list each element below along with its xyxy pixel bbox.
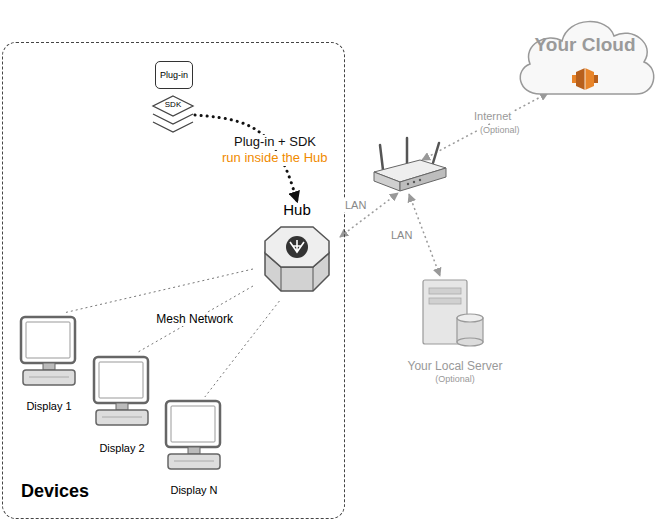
- link-label: LAN: [389, 229, 414, 242]
- node-text: Plug-in: [160, 70, 188, 80]
- callout-text: run inside the Hub: [220, 151, 330, 166]
- node-text: Your Cloud: [535, 34, 636, 56]
- node-text: Display 2: [99, 442, 144, 455]
- node-text: Hub: [283, 201, 311, 218]
- node-text: Display 1: [26, 400, 71, 413]
- sdk-stack: SDK: [151, 94, 195, 136]
- edge-label: Mesh Network: [154, 313, 235, 327]
- cloud-outline: [510, 8, 660, 108]
- display-device: Display 2: [86, 353, 158, 459]
- router-icon: [374, 138, 446, 191]
- hub-device: Hub: [253, 201, 341, 301]
- link-label: Internet: [472, 110, 513, 123]
- cloud-shape: Your Cloud: [510, 8, 660, 108]
- mesh-link: [136, 286, 253, 353]
- internet-link: [422, 93, 548, 160]
- display-device: Display N: [158, 397, 230, 501]
- aws-icon: [572, 68, 598, 90]
- mesh-link: [63, 269, 253, 313]
- node-text: SDK: [165, 100, 181, 109]
- local-server: Your Local Server(Optional): [385, 272, 525, 392]
- link-label: LAN: [343, 199, 368, 212]
- link-label: (Optional): [478, 125, 522, 135]
- plugin-box: Plug-in: [155, 61, 193, 89]
- devices-region: Devices Plug-inSDK HubDisplay 1 Display 2 Di…: [2, 42, 345, 519]
- node-text: Your Local Server: [408, 360, 503, 374]
- callout-text: Plug-in + SDK: [232, 135, 318, 150]
- node-text: Display N: [170, 484, 217, 497]
- node-text: Devices: [21, 481, 89, 502]
- display-device: Display 1: [13, 313, 85, 417]
- node-text: (Optional): [435, 374, 475, 384]
